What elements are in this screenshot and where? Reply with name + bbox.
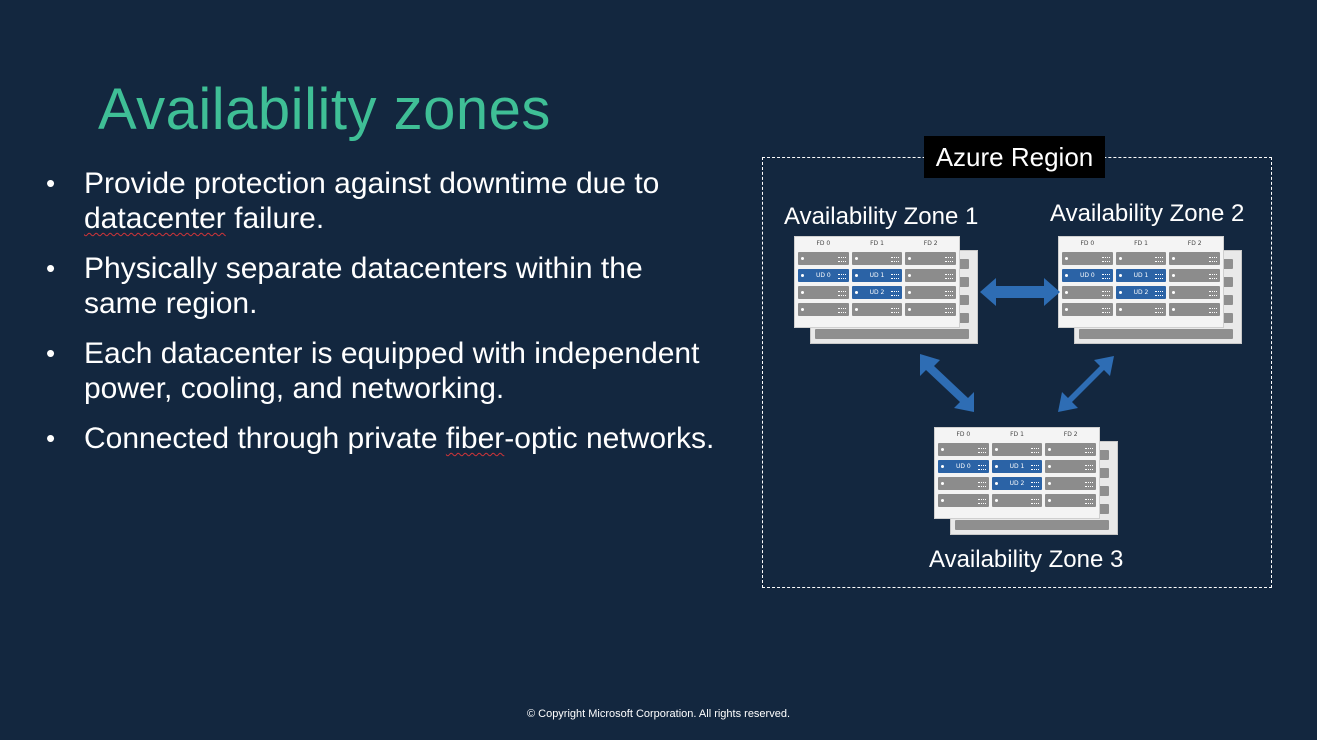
copyright-notice: © Copyright Microsoft Corporation. All r… — [526, 708, 791, 720]
server-unit — [1169, 269, 1221, 282]
fault-domain-label: FD 2 — [923, 240, 938, 247]
server-unit — [1062, 252, 1113, 265]
server-unit — [1169, 252, 1221, 265]
server-unit — [1045, 443, 1097, 456]
server-slot — [1079, 329, 1233, 339]
server-unit — [905, 269, 957, 282]
fault-domain-label: FD 0 — [956, 431, 971, 438]
server-unit — [1169, 286, 1221, 299]
server-rack: FD 0 UD 0 FD 1 UD 1 UD 2 FD 2 — [1058, 236, 1224, 328]
server-unit — [905, 252, 957, 265]
fault-domain-label: FD 1 — [870, 240, 884, 247]
server-unit — [1115, 252, 1167, 265]
fault-domain-column: FD 0 UD 0 — [938, 431, 989, 515]
server-unit — [851, 303, 903, 316]
bullet-list: Provide protection against downtime due … — [44, 166, 724, 471]
server-rack: FD 0 UD 0 FD 1 UD 1 UD 2 FD 2 — [794, 236, 960, 328]
server-unit — [1062, 286, 1113, 299]
server-unit — [991, 443, 1043, 456]
bullet-item: Each datacenter is equipped with indepen… — [44, 336, 724, 406]
server-unit — [938, 443, 989, 456]
update-domain-server: UD 1 — [851, 269, 903, 282]
double-arrow-zone1-zone3 — [920, 354, 974, 412]
server-unit — [905, 286, 957, 299]
fault-domain-label: FD 2 — [1187, 240, 1202, 247]
update-domain-server: UD 2 — [991, 477, 1043, 490]
server-unit — [905, 303, 957, 316]
server-unit — [1045, 460, 1097, 473]
zone-2-datacenter: FD 0 UD 0 FD 1 UD 1 UD 2 FD 2 — [1058, 236, 1242, 346]
server-unit — [1045, 477, 1097, 490]
bullet-item: Provide protection against downtime due … — [44, 166, 724, 236]
fault-domain-column: FD 2 — [1045, 431, 1097, 515]
double-arrow-zone2-zone3 — [1058, 356, 1114, 412]
fault-domain-label: FD 0 — [1080, 240, 1095, 247]
server-unit — [1045, 494, 1097, 507]
fault-domain-column: FD 1 UD 1 UD 2 — [991, 431, 1043, 515]
azure-region-label: Azure Region — [924, 136, 1105, 178]
server-slot — [955, 520, 1109, 530]
spellcheck-word: datacenter — [84, 202, 226, 235]
slide-title: Availability zones — [98, 77, 551, 142]
update-domain-server: UD 0 — [938, 460, 989, 473]
server-unit — [938, 494, 989, 507]
server-unit — [798, 286, 849, 299]
fault-domain-label: FD 1 — [1010, 431, 1024, 438]
zone-1-label: Availability Zone 1 — [784, 203, 979, 230]
fault-domain-column: FD 0 UD 0 — [798, 240, 849, 324]
fault-domain-column: FD 1 UD 1 UD 2 — [1115, 240, 1167, 324]
fault-domain-column: FD 2 — [905, 240, 957, 324]
server-unit — [1169, 303, 1221, 316]
fault-domain-column: FD 0 UD 0 — [1062, 240, 1113, 324]
fault-domain-label: FD 0 — [816, 240, 831, 247]
update-domain-server: UD 2 — [851, 286, 903, 299]
fault-domain-label: FD 2 — [1063, 431, 1078, 438]
server-unit — [798, 303, 849, 316]
bullet-item: Connected through private fiber-optic ne… — [44, 421, 724, 456]
double-arrow-zone1-zone2 — [980, 278, 1060, 306]
bullet-item: Physically separate datacenters within t… — [44, 251, 724, 321]
update-domain-server: UD 1 — [1115, 269, 1167, 282]
spellcheck-word: fiber — [445, 422, 505, 455]
zone-3-datacenter: FD 0 UD 0 FD 1 UD 1 UD 2 FD 2 — [934, 427, 1118, 537]
update-domain-server: UD 2 — [1115, 286, 1167, 299]
server-rack: FD 0 UD 0 FD 1 UD 1 UD 2 FD 2 — [934, 427, 1100, 519]
server-unit — [851, 252, 903, 265]
fault-domain-column: FD 1 UD 1 UD 2 — [851, 240, 903, 324]
server-unit — [798, 252, 849, 265]
server-unit — [938, 477, 989, 490]
zone-3-label: Availability Zone 3 — [929, 546, 1124, 573]
zone-2-label: Availability Zone 2 — [1050, 200, 1245, 227]
fault-domain-column: FD 2 — [1169, 240, 1221, 324]
zone-1-datacenter: FD 0 UD 0 FD 1 UD 1 UD 2 FD 2 — [794, 236, 978, 346]
update-domain-server: UD 1 — [991, 460, 1043, 473]
server-unit — [1115, 303, 1167, 316]
update-domain-server: UD 0 — [798, 269, 849, 282]
update-domain-server: UD 0 — [1062, 269, 1113, 282]
server-unit — [991, 494, 1043, 507]
server-unit — [1062, 303, 1113, 316]
fault-domain-label: FD 1 — [1134, 240, 1148, 247]
server-slot — [815, 329, 969, 339]
